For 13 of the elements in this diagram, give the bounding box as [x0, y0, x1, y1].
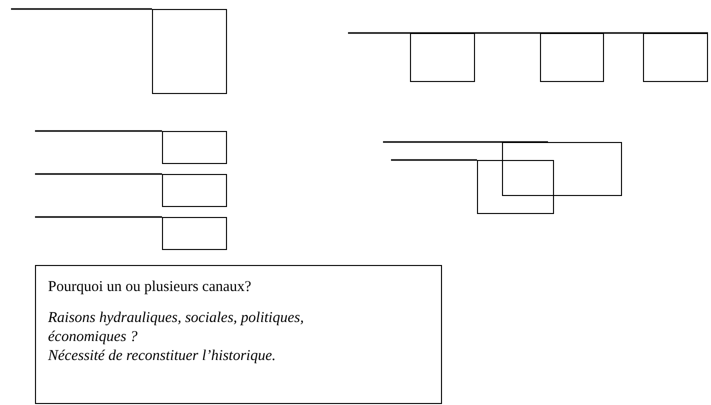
answer-text: Nécessité de reconstituer l’historique. [48, 347, 277, 366]
plot-box [162, 217, 227, 250]
plot-box [540, 33, 604, 82]
text-box [35, 265, 442, 404]
plot-box [643, 33, 708, 82]
question-text: Pourquoi un ou plusieurs canaux? [48, 278, 252, 297]
answer-text: Raisons hydrauliques, sociales, politiques, économiques ? [48, 309, 305, 347]
plot-box [477, 160, 554, 214]
plot-box [162, 174, 227, 207]
plot-box [162, 131, 227, 164]
plot-box [502, 142, 622, 196]
plot-box [152, 9, 227, 94]
plot-box [410, 33, 475, 82]
